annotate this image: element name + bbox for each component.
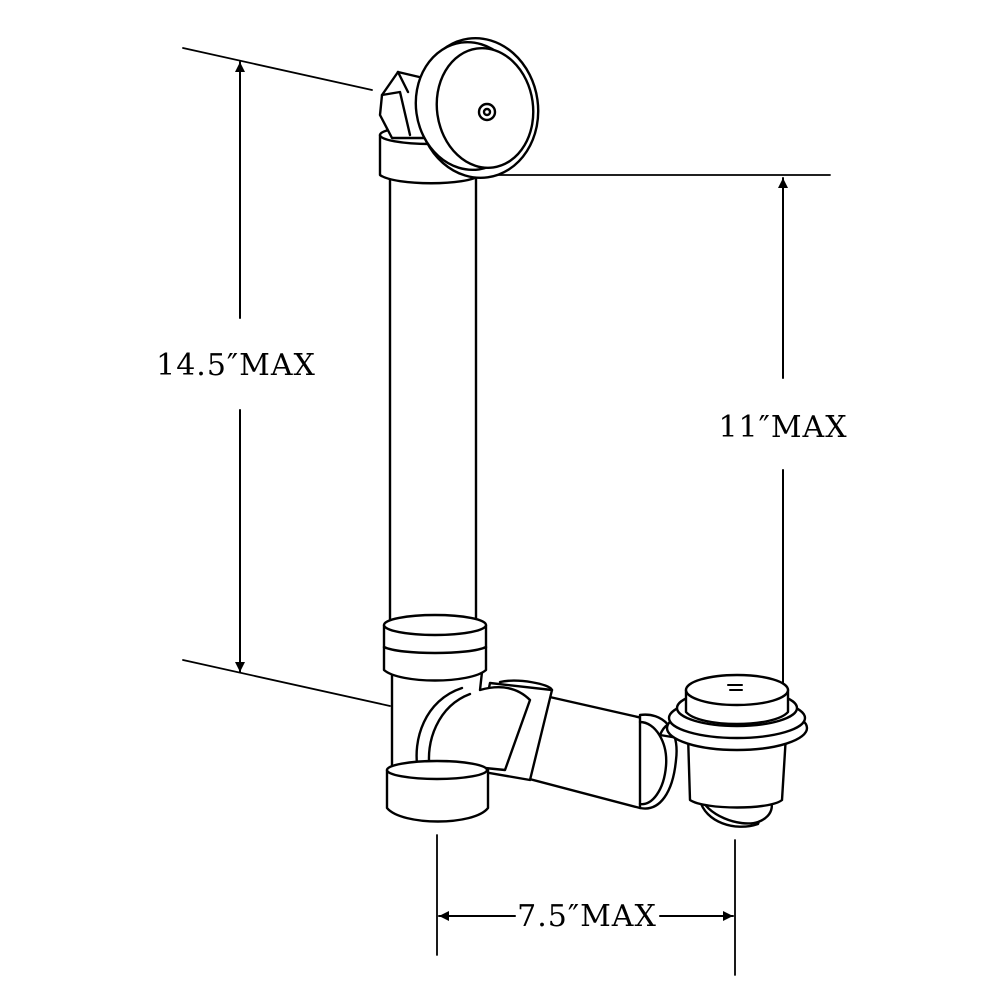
extension-line-bottom-left (182, 659, 391, 707)
slip-joint-nut (382, 613, 488, 682)
overflow-faceplate (414, 36, 540, 180)
horizontal-span-label: 7.5″MAX (517, 899, 657, 934)
bottom-connector (385, 759, 490, 823)
overall-height-label: 14.5″MAX (156, 348, 316, 383)
lower-elbow (390, 670, 532, 777)
extension-line-top-left (182, 47, 373, 91)
overflow-height-label: 11″MAX (718, 410, 847, 445)
drain-stopper (665, 673, 809, 809)
extension-lines (182, 47, 831, 976)
vertical-pipe (388, 168, 478, 634)
dimension-arrows (235, 61, 788, 921)
